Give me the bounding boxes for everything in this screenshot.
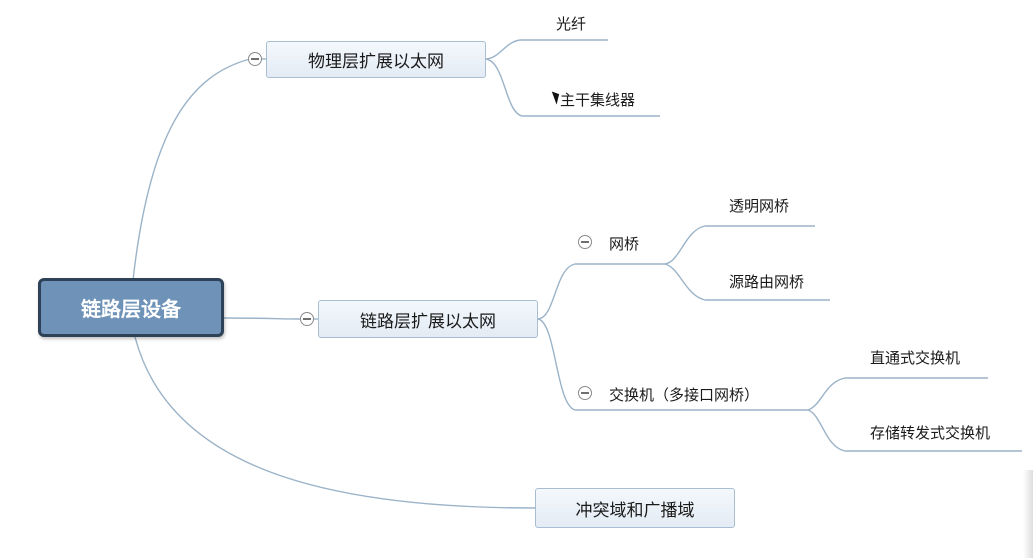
physical-layer-label: 物理层扩展以太网 — [308, 52, 444, 72]
collapse-link-icon[interactable] — [300, 312, 314, 326]
collapse-bridge-icon[interactable] — [578, 235, 592, 249]
window-edge-shadow — [1023, 470, 1033, 558]
link-layer-node[interactable]: 链路层扩展以太网 — [318, 300, 538, 338]
leaf-backbone-hub[interactable]: 主干集线器 — [560, 89, 636, 110]
connector-physical-fiber — [485, 39, 521, 60]
connector-root-link — [223, 317, 303, 320]
root-node-label: 链路层设备 — [81, 297, 181, 321]
connector-root-domain — [134, 336, 536, 509]
connector-physical-hub — [485, 58, 523, 117]
collapse-physical-icon[interactable] — [248, 52, 262, 66]
connector-root-physical — [132, 58, 251, 281]
leaf-source-route-bridge[interactable]: 源路由网桥 — [729, 271, 805, 292]
leaf-fiber[interactable]: 光纤 — [556, 13, 587, 34]
connector-bridge-source — [664, 263, 706, 301]
switch-node[interactable]: 交换机（多接口网桥） — [609, 384, 760, 405]
leaf-store-forward-switch[interactable]: 存储转发式交换机 — [870, 422, 991, 443]
link-layer-label: 链路层扩展以太网 — [360, 311, 496, 332]
leaf-transparent-bridge[interactable]: 透明网桥 — [729, 195, 790, 216]
physical-layer-node[interactable]: 物理层扩展以太网 — [266, 41, 486, 78]
collapse-switch-icon[interactable] — [578, 386, 592, 400]
leaf-cut-through-switch[interactable]: 直通式交换机 — [870, 347, 961, 368]
bridge-node[interactable]: 网桥 — [609, 233, 640, 254]
connector-link-bridge — [537, 263, 576, 320]
connector-bridge-transparent — [664, 225, 706, 265]
root-node[interactable]: 链路层设备 — [38, 278, 224, 337]
domain-label: 冲突域和广播域 — [575, 500, 695, 521]
domain-node[interactable]: 冲突域和广播域 — [535, 488, 735, 528]
connector-switch-storeforward — [807, 409, 846, 452]
connector-switch-cutthrough — [807, 377, 846, 411]
connector-link-switch — [537, 318, 576, 411]
